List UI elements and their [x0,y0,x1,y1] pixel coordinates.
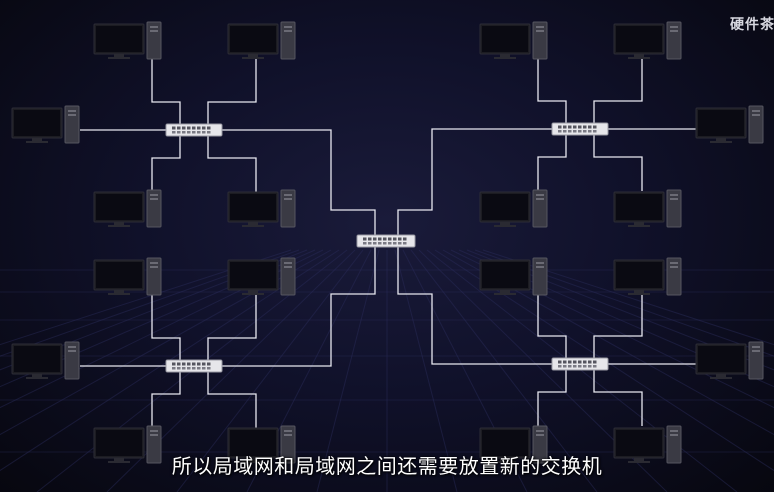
desktop-computer-icon [93,425,162,464]
desktop-computer-icon [695,341,764,380]
desktop-computer-icon [695,105,764,144]
desktop-computer-icon [11,105,80,144]
network-switch-icon [165,359,223,373]
desktop-computer-icon [479,189,548,228]
subtitle: 所以局域网和局域网之间还需要放置新的交换机 [171,454,603,478]
desktop-computer-icon [93,189,162,228]
desktop-computer-icon [11,341,80,380]
desktop-computer-icon [479,257,548,296]
watermark: 硬件茶 [730,17,774,33]
network-switch-icon [551,122,609,136]
network-switch-icon [165,123,223,137]
network-switch-icon [356,234,416,248]
switches [165,122,609,373]
desktop-computer-icon [613,425,682,464]
desktop-computer-icon [227,425,296,464]
desktop-computer-icon [613,189,682,228]
desktop-computer-icon [227,21,296,60]
desktop-computer-icon [227,257,296,296]
desktop-computer-icon [479,21,548,60]
desktop-computer-icon [93,21,162,60]
network-switch-icon [551,357,609,371]
desktop-computer-icon [479,425,548,464]
desktop-computer-icon [227,189,296,228]
desktop-computer-icon [93,257,162,296]
network-links [80,57,696,428]
desktop-computer-icon [613,257,682,296]
computers [11,21,764,464]
desktop-computer-icon [613,21,682,60]
